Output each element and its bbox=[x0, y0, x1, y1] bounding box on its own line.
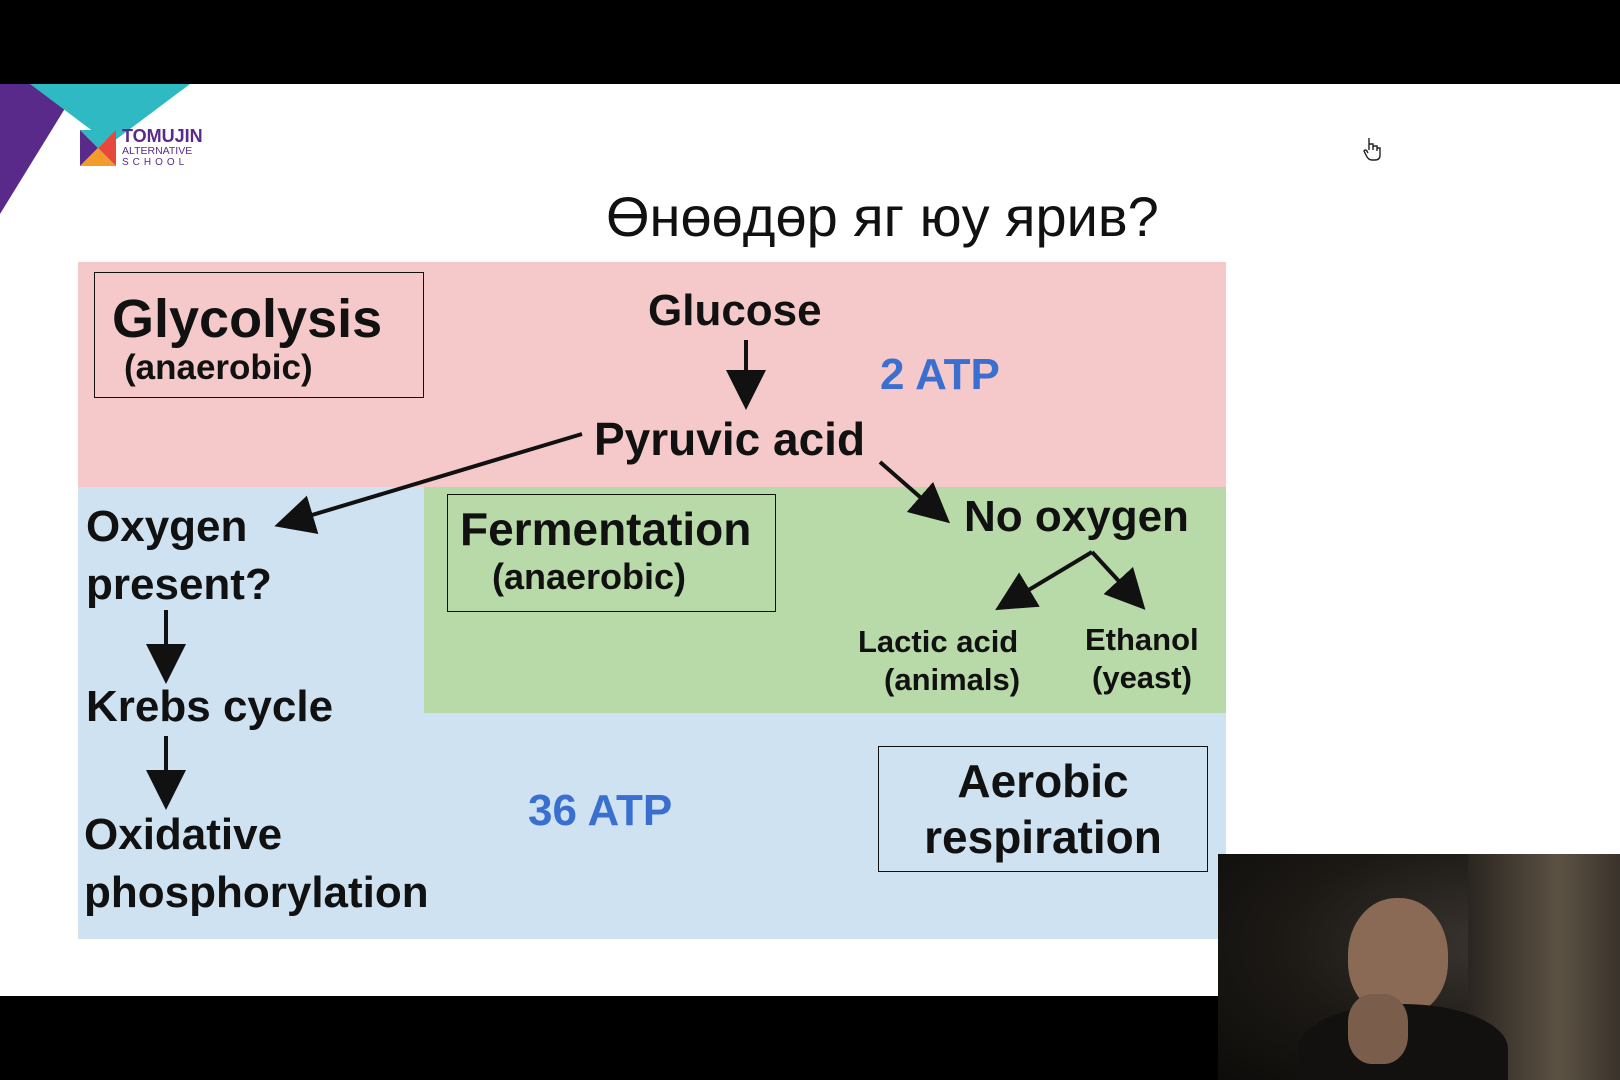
fermentation-box bbox=[447, 494, 776, 612]
corner-decoration bbox=[0, 84, 190, 214]
fermentation-subtitle: (anaerobic) bbox=[492, 556, 687, 597]
arrow-pyruvic-to-oxygen bbox=[274, 432, 583, 534]
glycolysis-title: Glycolysis bbox=[112, 289, 383, 349]
logo-line2: ALTERNATIVE bbox=[122, 145, 193, 157]
oxygen-present-line2: present? bbox=[86, 560, 272, 609]
diagram-arrows bbox=[146, 340, 1146, 810]
oxidative-line1: Oxidative bbox=[84, 810, 283, 859]
slide-title: Өнөөдөр яг юу ярив? bbox=[606, 185, 1159, 248]
aerobic-box bbox=[878, 746, 1208, 872]
logo-mark-icon bbox=[80, 130, 116, 166]
hand-pointer-icon bbox=[1363, 138, 1381, 161]
arrow-to-lactic-acid bbox=[995, 550, 1094, 611]
school-logo: TOMUJIN ALTERNATIVE SCHOOL bbox=[78, 126, 203, 173]
oxidative-line2: phosphorylation bbox=[84, 868, 429, 917]
webcam-video-overlay bbox=[1218, 854, 1620, 1080]
glycolysis-band bbox=[78, 262, 1226, 490]
glycolysis-subtitle: (anaerobic) bbox=[124, 348, 313, 387]
pyruvic-acid-label: Pyruvic acid bbox=[594, 413, 866, 465]
ethanol-line2: (yeast) bbox=[1092, 660, 1192, 695]
oxygen-present-line1: Oxygen bbox=[86, 502, 248, 551]
glucose-label: Glucose bbox=[648, 286, 822, 335]
webcam-person-hand bbox=[1348, 994, 1408, 1064]
fermentation-band bbox=[424, 487, 1226, 713]
no-oxygen-label: No oxygen bbox=[964, 492, 1189, 541]
atp-top-label: 2 ATP bbox=[880, 350, 1000, 399]
logo-line1: TOMUJIN bbox=[122, 126, 203, 146]
aerobic-line1: Aerobic bbox=[957, 755, 1129, 807]
fermentation-title: Fermentation bbox=[460, 503, 752, 555]
arrow-pyruvic-to-no-oxygen bbox=[878, 460, 951, 524]
aerobic-line2: respiration bbox=[924, 811, 1162, 863]
lactic-acid-line2: (animals) bbox=[884, 662, 1021, 697]
glycolysis-box bbox=[94, 272, 424, 398]
krebs-cycle-label: Krebs cycle bbox=[86, 682, 334, 731]
logo-line3: SCHOOL bbox=[122, 157, 189, 168]
arrow-to-ethanol bbox=[1090, 550, 1146, 610]
atp-bottom-label: 36 ATP bbox=[528, 786, 673, 835]
presentation-slide: TOMUJIN ALTERNATIVE SCHOOL Өнөөдөр яг юу… bbox=[0, 84, 1620, 996]
lactic-acid-line1: Lactic acid bbox=[858, 624, 1019, 659]
ethanol-line1: Ethanol bbox=[1085, 622, 1199, 657]
